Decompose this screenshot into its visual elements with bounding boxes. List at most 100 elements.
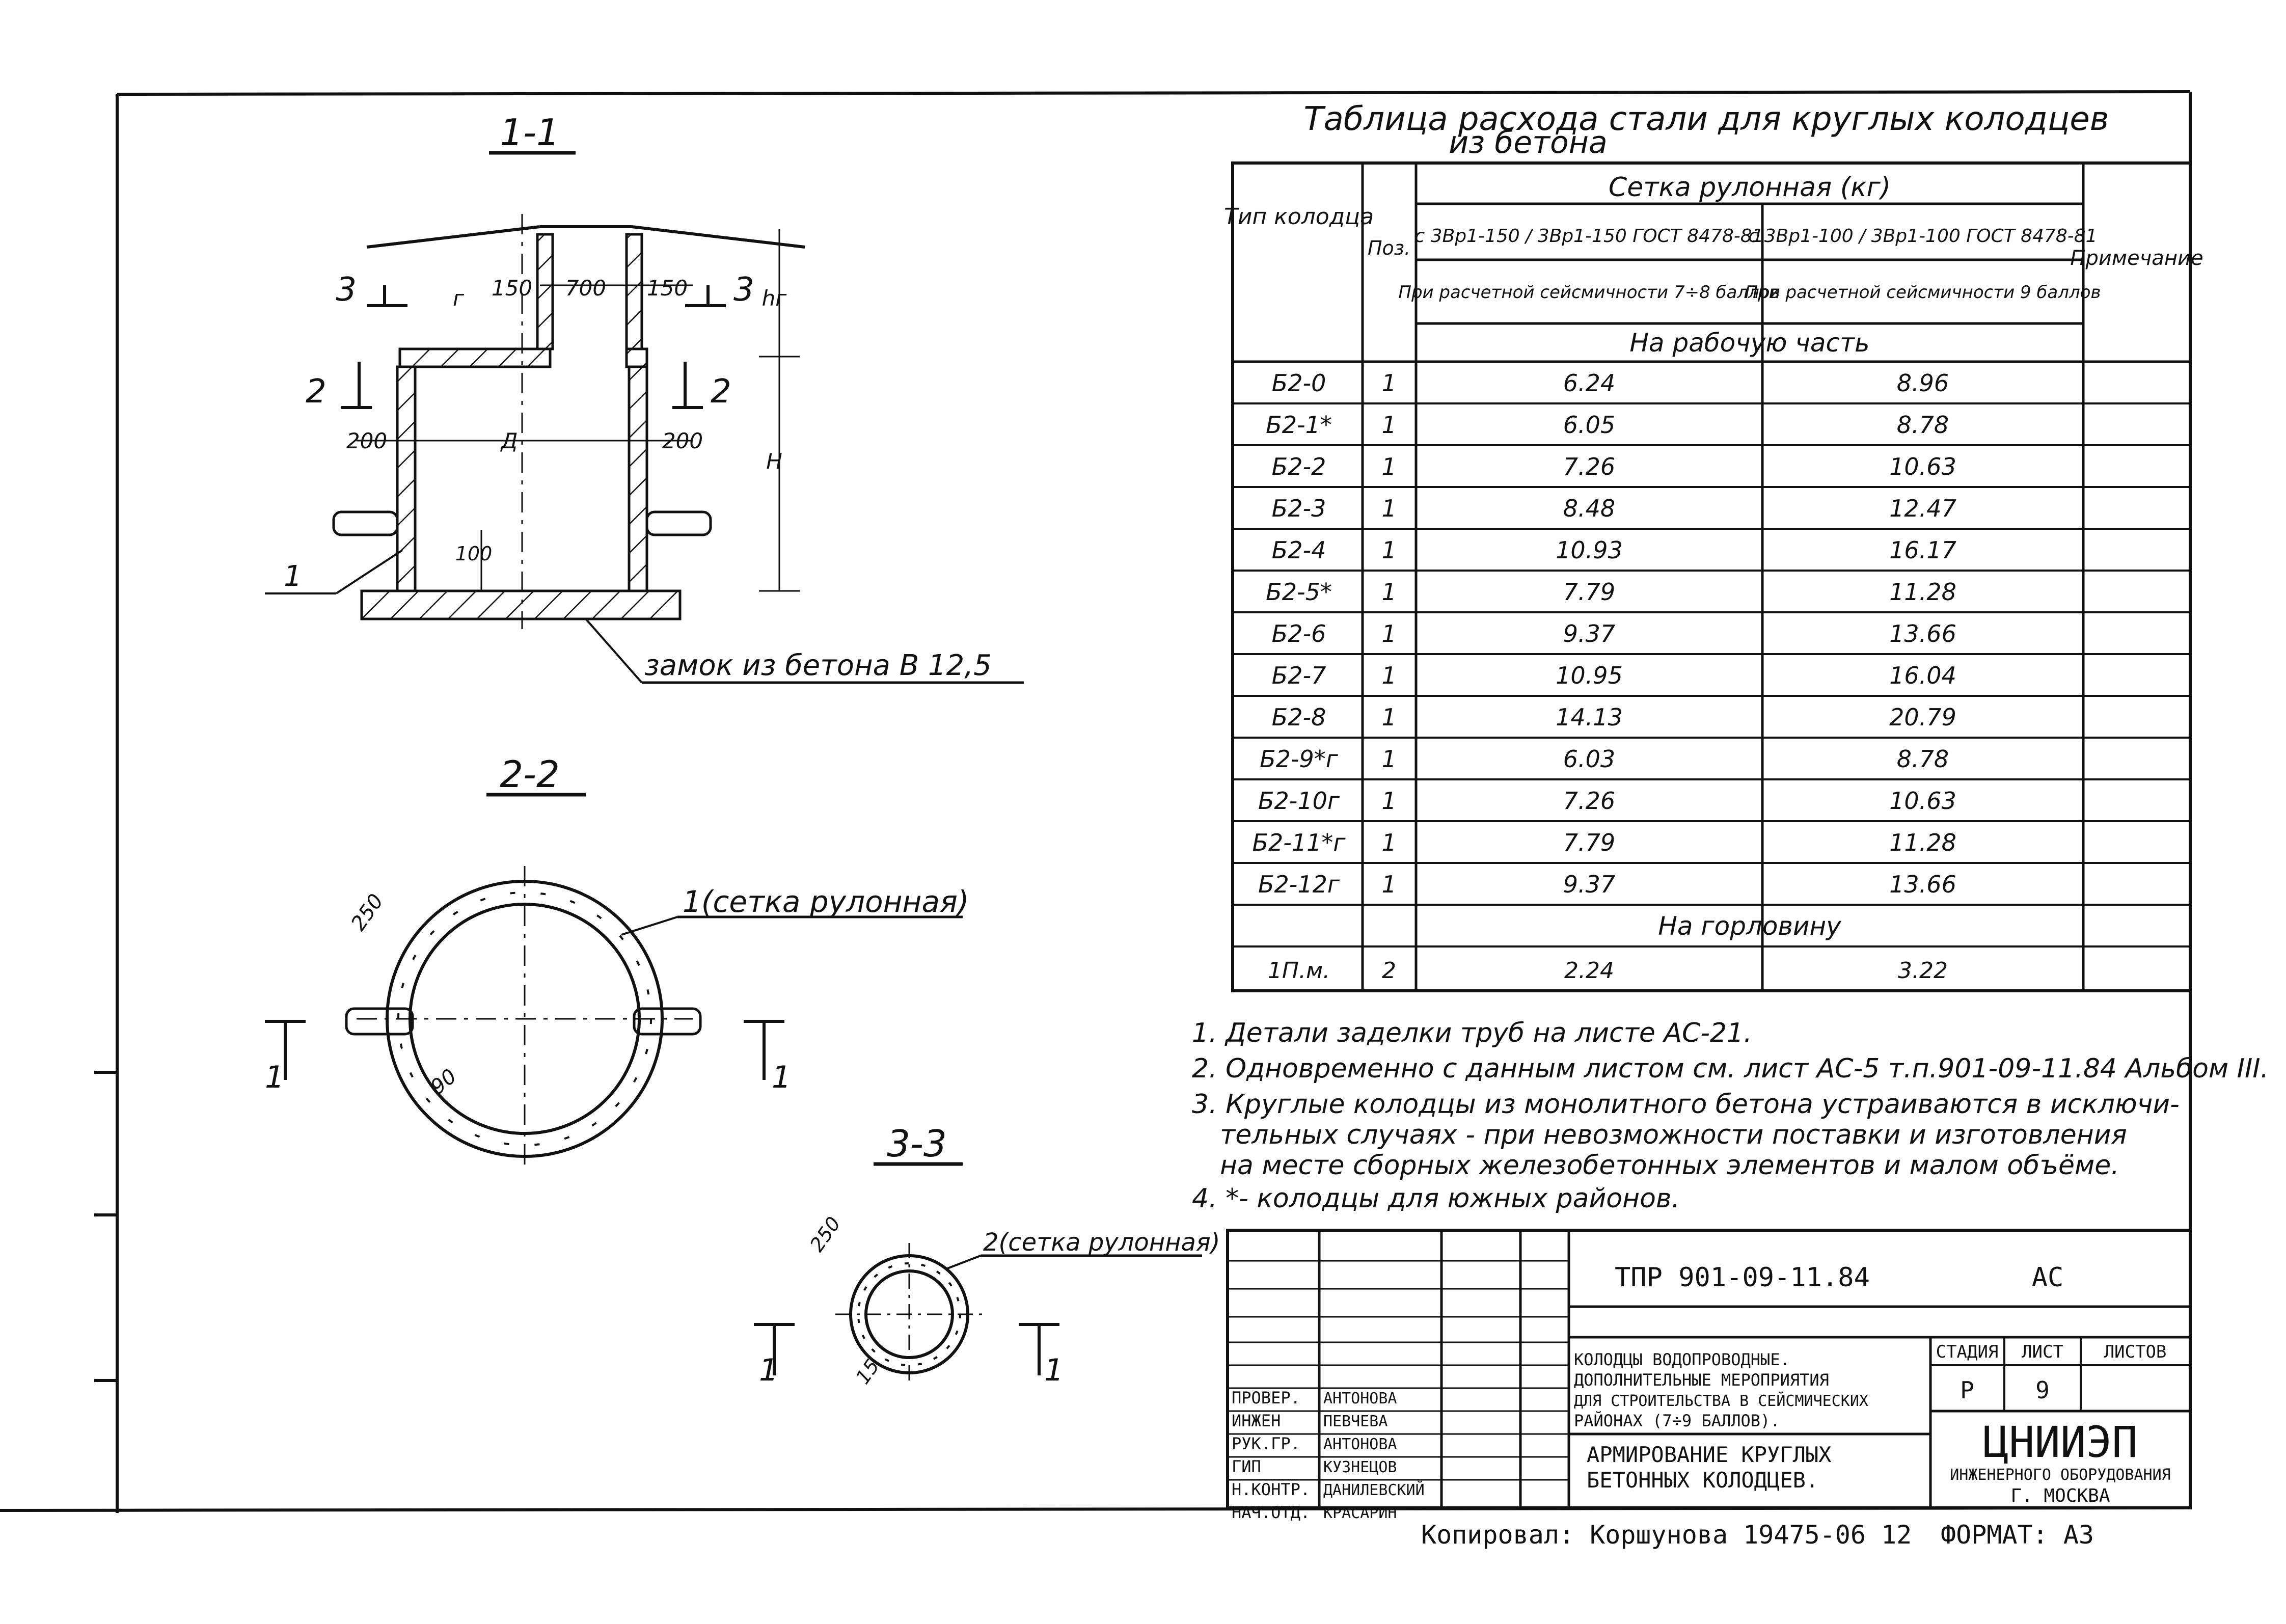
sheet-mark: АС [2032, 1262, 2064, 1293]
table-cell: 8.78 [1897, 745, 1949, 773]
sheet-value: 9 [2035, 1376, 2050, 1404]
copied-by: Копировал: Коршунова 19475-06 12 [1421, 1520, 1912, 1550]
table-cell: Б2-9*г [1260, 745, 1339, 773]
table-cell: 10.63 [1889, 787, 1956, 815]
cut-3-left: 3 [336, 271, 357, 309]
lock-note: замок из бетона В 12,5 [644, 649, 992, 682]
mesh1-condition: При расчетной сейсмичности 7÷8 баллов [1398, 282, 1780, 303]
table-cell: 1 [1381, 745, 1396, 773]
notes-block: 1. Детали заделки труб на листе АС-21. 2… [1192, 1018, 2269, 1214]
table-cell: 1 [1381, 578, 1396, 606]
neck-pos: 2 [1382, 958, 1396, 984]
dim-250: 250 [805, 1213, 845, 1256]
table-cell: 8.96 [1897, 369, 1949, 397]
drawing-title-1: АРМИРОВАНИЕ КРУГЛЫХ [1587, 1442, 1831, 1467]
cut-1-right: 1 [1044, 1352, 1064, 1388]
table-cell: 1 [1381, 369, 1396, 397]
table-cell: Б2-6 [1272, 620, 1326, 647]
table-cell: Б2-8 [1272, 703, 1326, 731]
table-cell: 8.78 [1897, 411, 1949, 439]
table-cell: 14.13 [1556, 703, 1623, 731]
format: ФОРМАТ: А3 [1941, 1520, 2094, 1550]
role-title: ГИП [1232, 1457, 1261, 1476]
cut-2-left: 2 [306, 373, 326, 411]
table-cell: 9.37 [1563, 620, 1615, 647]
cut-3-right: 3 [733, 271, 754, 309]
table-cell: Б2-1* [1266, 411, 1332, 439]
cut-1-left: 1 [759, 1352, 778, 1388]
table-title-line2: из бетона [1449, 125, 1608, 160]
dim-label: Д [500, 428, 518, 453]
table-cell: 13.66 [1889, 620, 1956, 647]
section-3-3-drawing: 3-3 1 1 2(сетка рулонная) 250 15 [754, 1122, 1220, 1388]
sheet-header: ЛИСТ [2022, 1342, 2063, 1362]
table-cell: Б2-4 [1272, 536, 1326, 564]
org-name: ЦНИИЭП [1983, 1417, 2137, 1467]
table-cell: Б2-10г [1258, 787, 1340, 815]
table-cell: 7.79 [1563, 829, 1615, 856]
dim-15: 15 [851, 1355, 884, 1388]
work-part-subheader: На рабочую часть [1629, 328, 1869, 358]
mesh2-condition: При расчетной сейсмичности 9 баллов [1745, 282, 2101, 303]
table-title-line1: Таблица расхода стали для круглых колодц… [1303, 100, 2109, 138]
dim-label: г [453, 286, 465, 311]
dim-label: 150 [492, 276, 532, 301]
dim-90: 90 [426, 1065, 461, 1099]
table-cell: Б2-2 [1272, 453, 1326, 480]
role-name: КРАСАРИН [1323, 1504, 1397, 1522]
mesh-2-label: 2(сетка рулонная) [983, 1228, 1220, 1257]
dim-label: 150 [647, 276, 688, 301]
drawing-title-2: БЕТОННЫХ КОЛОДЦЕВ. [1587, 1468, 1818, 1493]
title-block: ТПР 901-09-11.84 АС КОЛОДЦЫ ВОДОПРОВОДНЫ… [1226, 1229, 2192, 1522]
table-cell: 16.17 [1889, 536, 1956, 564]
table-cell: 1 [1381, 536, 1396, 564]
table-cell: 13.66 [1889, 871, 1956, 898]
table-cell: 10.93 [1556, 536, 1623, 564]
cut-2-right: 2 [711, 373, 731, 411]
dim-label: H [766, 449, 782, 474]
table-cell: 6.05 [1563, 411, 1615, 439]
table-cell: Б2-0 [1272, 369, 1326, 397]
role-name: АНТОНОВА [1323, 1436, 1397, 1453]
table-cell: 1 [1381, 411, 1396, 439]
table-cell: 8.48 [1563, 495, 1615, 522]
table-cell: Б2-12г [1258, 871, 1340, 898]
neck-type: 1П.м. [1268, 958, 1330, 984]
table-cell: 1 [1381, 495, 1396, 522]
dim-250: 250 [347, 890, 388, 935]
project-line-2: ДОПОЛНИТЕЛЬНЫЕ МЕРОПРИЯТИЯ [1574, 1370, 1829, 1390]
sheets-header: ЛИСТОВ [2104, 1342, 2167, 1362]
table-cell: 11.28 [1889, 829, 1956, 856]
section-3-3-title: 3-3 [887, 1122, 947, 1165]
table-cell: 10.63 [1889, 453, 1956, 480]
neck-subheader: На горловину [1658, 911, 1842, 941]
table-cell: 6.03 [1563, 745, 1615, 773]
role-name: АНТОНОВА [1323, 1390, 1397, 1408]
table-cell: 1 [1381, 871, 1396, 898]
role-title: РУК.ГР. [1232, 1434, 1300, 1453]
role-title: НАЧ.ОТД. [1232, 1503, 1310, 1522]
note-1: 1. Детали заделки труб на листе АС-21. [1192, 1018, 1752, 1048]
table-cell: 11.28 [1889, 578, 1956, 606]
section-1-1-drawing: 1-1 3 3 [265, 111, 1024, 684]
cut-1-left: 1 [265, 1060, 284, 1095]
neck-mesh1: 2.24 [1564, 958, 1614, 984]
project-line-4: РАЙОНАХ (7÷9 БАЛЛОВ). [1574, 1411, 1780, 1430]
table-cell: 7.26 [1563, 453, 1615, 480]
table-cell: Б2-7 [1272, 662, 1326, 689]
table-cell: Б2-11*г [1252, 829, 1346, 856]
note-3-cont1: тельных случаях - при невозможности пост… [1220, 1120, 2127, 1150]
mesh1-formula: с 3Вр1-150 / 3Вр1-150 ГОСТ 8478-81 [1414, 226, 1763, 247]
table-cell: 20.79 [1889, 703, 1956, 731]
col-mesh-header: Сетка рулонная (кг) [1609, 172, 1891, 203]
dim-label: 700 [565, 276, 606, 301]
footer: Копировал: Коршунова 19475-06 12 ФОРМАТ:… [1421, 1520, 2094, 1550]
org-subtitle: ИНЖЕНЕРНОГО ОБОРУДОВАНИЯ [1950, 1466, 2170, 1484]
dim-label: 200 [662, 428, 703, 453]
mesh2-formula: с 3Вр1-100 / 3Вр1-100 ГОСТ 8478-81 [1748, 226, 2097, 247]
org-city: Г. МОСКВА [2010, 1485, 2110, 1506]
role-name: ПЕВЧЕВА [1323, 1413, 1387, 1430]
table-cell: 7.26 [1563, 787, 1615, 815]
project-line-3: ДЛЯ СТРОИТЕЛЬСТВА В СЕЙСМИЧЕСКИХ [1574, 1392, 1868, 1410]
